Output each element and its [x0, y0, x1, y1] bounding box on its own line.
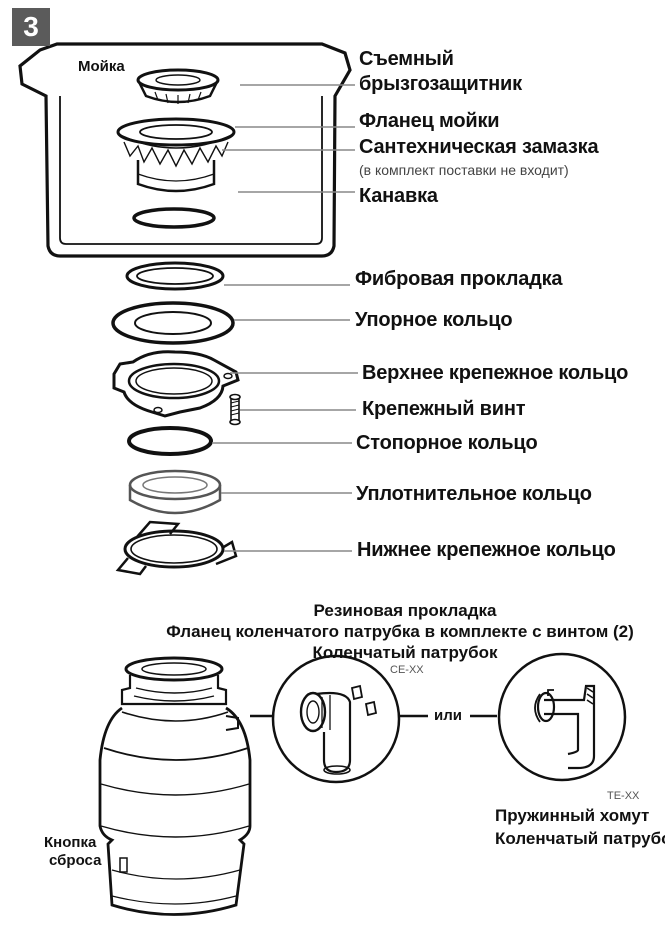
- label-elbow-flange: Фланец коленчатого патрубка в комплекте …: [166, 622, 634, 641]
- label-snap-ring: Стопорное кольцо: [356, 432, 538, 454]
- backup-ring-part: [111, 301, 235, 345]
- snap-ring-part: [127, 426, 213, 456]
- label-upper-mount-ring: Верхнее крепежное кольцо: [362, 362, 629, 384]
- upper-mount-ring-part: [112, 350, 240, 418]
- label-mount-screw: Крепежный винт: [362, 398, 526, 420]
- label-putty-note: (в комплект поставки не входит): [359, 162, 569, 178]
- label-seal-ring: Уплотнительное кольцо: [356, 483, 592, 505]
- label-fiber-gasket: Фибровая прокладка: [355, 268, 563, 290]
- label-reset-button-1: Кнопка: [44, 834, 97, 851]
- label-sink-flange: Фланец мойки: [359, 110, 500, 132]
- label-splash-guard-2: брызгозащитник: [359, 73, 522, 95]
- step-badge: 3: [12, 8, 50, 46]
- label-lower-mount-ring: Нижнее крепежное кольцо: [357, 539, 616, 561]
- label-reset-button-2: сброса: [49, 852, 102, 869]
- label-splash-guard-1: Съемный: [359, 48, 454, 70]
- leader-lines: [212, 84, 358, 552]
- disposer-unit: [98, 656, 252, 916]
- mount-screw-part: [229, 393, 241, 426]
- sink-bowl: [18, 42, 352, 258]
- fiber-gasket-part: [125, 261, 225, 291]
- ce-elbow-circle: [271, 654, 401, 784]
- te-elbow-circle: [497, 652, 627, 782]
- label-plumber-putty: Сантехническая замазка: [359, 136, 599, 158]
- groove-ring: [132, 207, 216, 229]
- splash-guard-part: [136, 68, 220, 104]
- label-spring-clamp: Пружинный хомут: [495, 806, 650, 825]
- label-backup-ring: Упорное кольцо: [355, 309, 513, 331]
- label-model-ce: CE-XX: [390, 664, 424, 676]
- label-groove: Канавка: [359, 185, 438, 207]
- seal-ring-part: [128, 469, 222, 515]
- sink-flange-part: [116, 117, 236, 193]
- sink-label: Мойка: [78, 58, 125, 75]
- lower-mount-ring-part: [115, 520, 238, 576]
- label-model-te: TE-XX: [607, 790, 640, 802]
- label-elbow-bottom: Коленчатый патрубок: [495, 829, 665, 848]
- label-or: или: [434, 707, 462, 724]
- label-elbow-top: Коленчатый патрубок: [312, 643, 498, 662]
- label-rubber-gasket: Резиновая прокладка: [313, 601, 497, 620]
